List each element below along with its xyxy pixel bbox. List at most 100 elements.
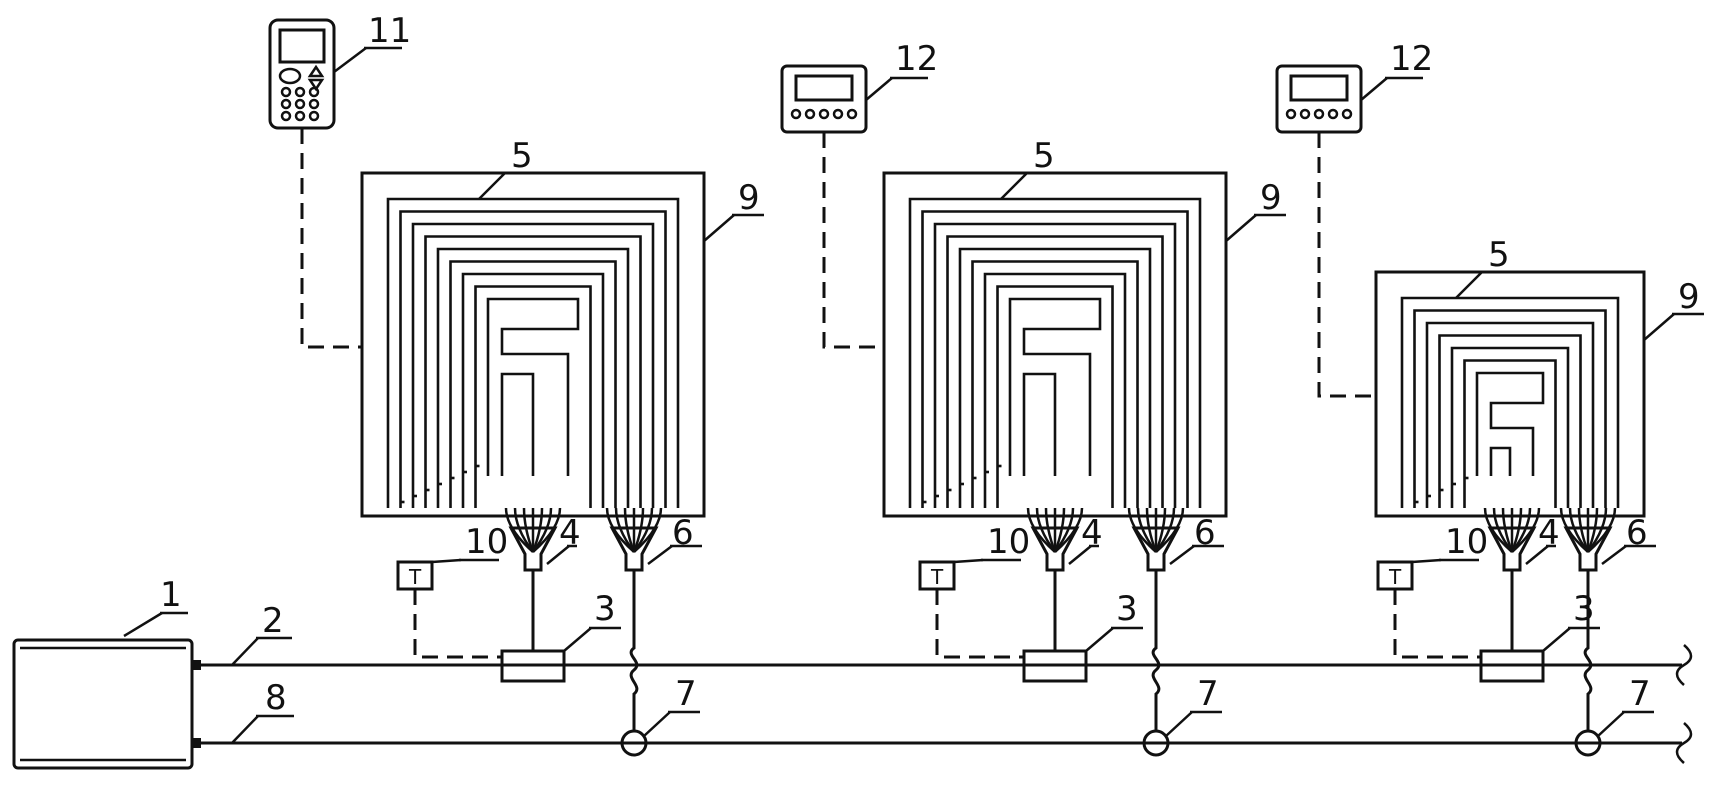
- coil-serpentine: [500, 372, 535, 476]
- leader-line: [1411, 558, 1442, 564]
- label-return-manifold: 6: [1626, 513, 1648, 553]
- sensor-signal-line: [1393, 589, 1481, 659]
- coil-loop: [1425, 321, 1595, 508]
- label-supply-manifold: 4: [559, 513, 581, 553]
- heating-coil: [908, 197, 1202, 508]
- room-thermostat: [1275, 64, 1363, 134]
- coil-loop: [983, 272, 1127, 508]
- remote-signal-line: [300, 128, 362, 349]
- leader-line: [1455, 271, 1483, 299]
- room-outline: [1374, 270, 1646, 518]
- label-supply-manifold: 4: [1081, 513, 1103, 553]
- label-supply-pipe: 2: [262, 601, 284, 641]
- return-junction: [1142, 729, 1170, 757]
- label-valve: 3: [1116, 589, 1138, 629]
- thermostat-button: [1299, 108, 1311, 120]
- leader-line: [333, 47, 367, 73]
- leader-line: [1542, 627, 1571, 652]
- label-junction: 7: [1629, 674, 1651, 714]
- thermostat-screen: [1289, 74, 1349, 102]
- arrow-up-down-icon: [307, 64, 325, 92]
- label-boiler: 1: [160, 575, 182, 615]
- leader-line: [1225, 214, 1257, 242]
- label-return-manifold: 6: [672, 513, 694, 553]
- thermostat-signal-line: [822, 132, 884, 349]
- return-manifold: [609, 526, 659, 572]
- return-junction: [620, 729, 648, 757]
- coil-serpentine: [1489, 446, 1512, 476]
- remote-key: [308, 110, 320, 122]
- thermostat-button: [818, 108, 830, 120]
- label-sensor: 10: [987, 522, 1030, 562]
- heating-coil: [386, 197, 680, 508]
- coil-loop: [1400, 296, 1620, 508]
- coil-loop: [1450, 346, 1570, 508]
- leader-line: [478, 172, 506, 200]
- thermostat-button: [1341, 108, 1353, 120]
- leader-line: [546, 545, 570, 565]
- coil-loop: [1413, 309, 1607, 508]
- coil-loop: [474, 285, 592, 508]
- remote-key: [280, 110, 292, 122]
- leader-line: [1000, 172, 1028, 200]
- boiler-outlet-port: [191, 660, 201, 670]
- leader-line: [703, 214, 735, 242]
- boiler-body: [12, 638, 194, 770]
- leader-line: [431, 558, 462, 564]
- sensor-glyph: T: [930, 565, 944, 589]
- remote-key: [294, 110, 306, 122]
- remote-key: [308, 86, 320, 98]
- sensor-glyph: T: [1388, 565, 1402, 589]
- remote-key: [280, 98, 292, 110]
- boiler-inlet-port: [191, 738, 201, 748]
- remote-button: [278, 67, 302, 85]
- sensor-signal-line: [935, 589, 1024, 659]
- supply-manifold: [1487, 526, 1537, 572]
- coil-serpentine: [1475, 371, 1545, 476]
- coil-loop: [424, 235, 642, 508]
- label-coil: 5: [511, 136, 533, 176]
- label-sensor: 10: [465, 522, 508, 562]
- supply-manifold: [1030, 526, 1080, 572]
- coil-loop: [996, 285, 1114, 508]
- coil-loop: [449, 260, 617, 508]
- label-coil: 5: [1033, 136, 1055, 176]
- return-manifold: [1563, 526, 1613, 572]
- remote-key: [294, 98, 306, 110]
- thermostat-button: [1327, 108, 1339, 120]
- return-junction: [1574, 729, 1602, 757]
- label-thermostat: 12: [1390, 39, 1433, 79]
- thermostat-signal-line: [1317, 132, 1376, 398]
- leader-line: [643, 711, 671, 737]
- remote-key: [294, 86, 306, 98]
- remote-key: [280, 86, 292, 98]
- label-return-pipe: 8: [265, 678, 287, 718]
- coil-loop: [921, 210, 1189, 508]
- label-valve: 3: [1573, 589, 1595, 629]
- label-sensor: 10: [1445, 522, 1488, 562]
- coil-loop: [386, 197, 680, 508]
- coil-serpentine: [1008, 297, 1102, 476]
- leader-line: [1525, 545, 1549, 565]
- leader-line: [1643, 313, 1675, 341]
- coil-loop: [971, 260, 1139, 508]
- coil-loop: [933, 222, 1177, 508]
- coil-loop: [958, 247, 1152, 508]
- boiler: 1: [12, 575, 201, 770]
- coil-serpentine: [1022, 372, 1057, 476]
- coil-loop: [436, 247, 630, 508]
- leader-line: [1068, 545, 1092, 565]
- thermostat-screen: [794, 74, 854, 102]
- leader-line: [1085, 627, 1114, 652]
- coil-loop: [399, 210, 667, 508]
- leader-line: [1601, 545, 1627, 565]
- return-riser: [1583, 570, 1593, 730]
- thermostat-button: [1285, 108, 1297, 120]
- label-junction: 7: [1197, 674, 1219, 714]
- room-thermostat: [780, 64, 868, 134]
- leader-line: [865, 77, 893, 101]
- coil-loop: [908, 197, 1202, 508]
- supply-manifold: [508, 526, 558, 572]
- coil-loop: [1438, 334, 1582, 508]
